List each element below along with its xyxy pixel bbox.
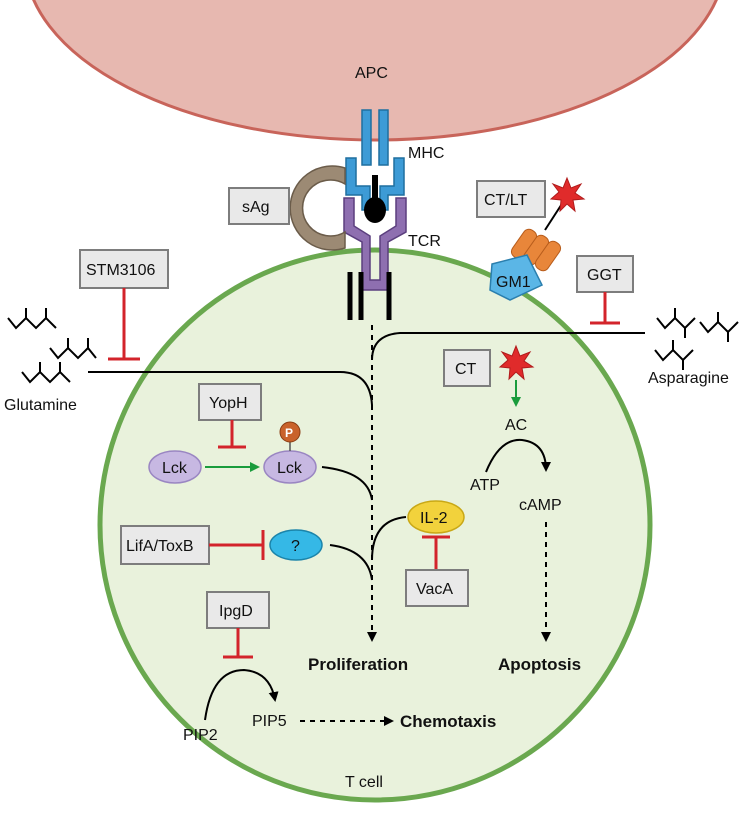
ctlt-box [476, 180, 546, 218]
sag-label: sAg [242, 199, 270, 216]
ctlt-label: CT/LT [484, 192, 527, 209]
apoptosis-label: Apoptosis [498, 655, 581, 674]
yoph-box [198, 383, 262, 421]
asparagine-label: Asparagine [648, 370, 729, 387]
ac-label: AC [505, 417, 527, 434]
pip2-label: PIP2 [183, 727, 218, 744]
pip5-label: PIP5 [252, 713, 287, 730]
glutamine-molecules [7, 308, 97, 384]
yoph-label: YopH [209, 395, 248, 412]
mhc-label: MHC [408, 145, 444, 162]
gm1-receptor [489, 254, 544, 301]
sag-box [228, 187, 290, 225]
camp-label: cAMP [519, 497, 562, 514]
ggt-label: GGT [587, 267, 622, 284]
ggt-box [576, 255, 634, 293]
vaca-label: VacA [416, 581, 453, 598]
il2-to-main-curve [371, 516, 407, 561]
atp-label: ATP [470, 477, 500, 494]
tcr-molecule [343, 175, 407, 291]
asparagine-molecules [654, 308, 739, 370]
il2-label: IL-2 [420, 510, 448, 527]
tcr-label: TCR [408, 233, 441, 250]
glutamine-label: Glutamine [4, 397, 77, 414]
proliferation-label: Proliferation [308, 655, 408, 674]
superantigen-shape [289, 165, 346, 251]
ipgd-label: IpgD [219, 603, 253, 620]
phospho-group [279, 421, 301, 443]
ct-label: CT [455, 361, 477, 378]
vaca-box [405, 569, 469, 607]
cd3-bars [347, 272, 392, 320]
chemotaxis-label: Chemotaxis [400, 712, 496, 731]
lck-to-main-curve [321, 466, 373, 501]
lck-active-label: Lck [277, 460, 303, 477]
unknown-to-main-curve [329, 544, 373, 581]
ct-toxin-star [498, 344, 535, 381]
ctlt-toxin [510, 176, 586, 272]
unknown-factor [269, 529, 323, 561]
lifa-label: LifA/ToxB [126, 538, 194, 555]
mhc-molecule [345, 109, 405, 211]
gm1-label: GM1 [496, 274, 531, 291]
il2-protein [407, 500, 465, 534]
atp-to-camp-curve [485, 438, 551, 473]
t-cell-label: T cell [345, 774, 383, 791]
ct-box [443, 349, 491, 387]
ipgd-box [206, 591, 270, 629]
apc-label: APC [355, 65, 388, 82]
pip2-to-pip5-curve [204, 668, 279, 721]
phospho-label: P [285, 426, 293, 440]
lck-inactive-label: Lck [162, 460, 188, 477]
stm3106-label: STM3106 [86, 262, 155, 279]
unknown-label: ? [291, 538, 300, 555]
apc-cell [32, 0, 718, 142]
stm3106-box [79, 249, 169, 289]
lck-inactive [148, 450, 202, 484]
